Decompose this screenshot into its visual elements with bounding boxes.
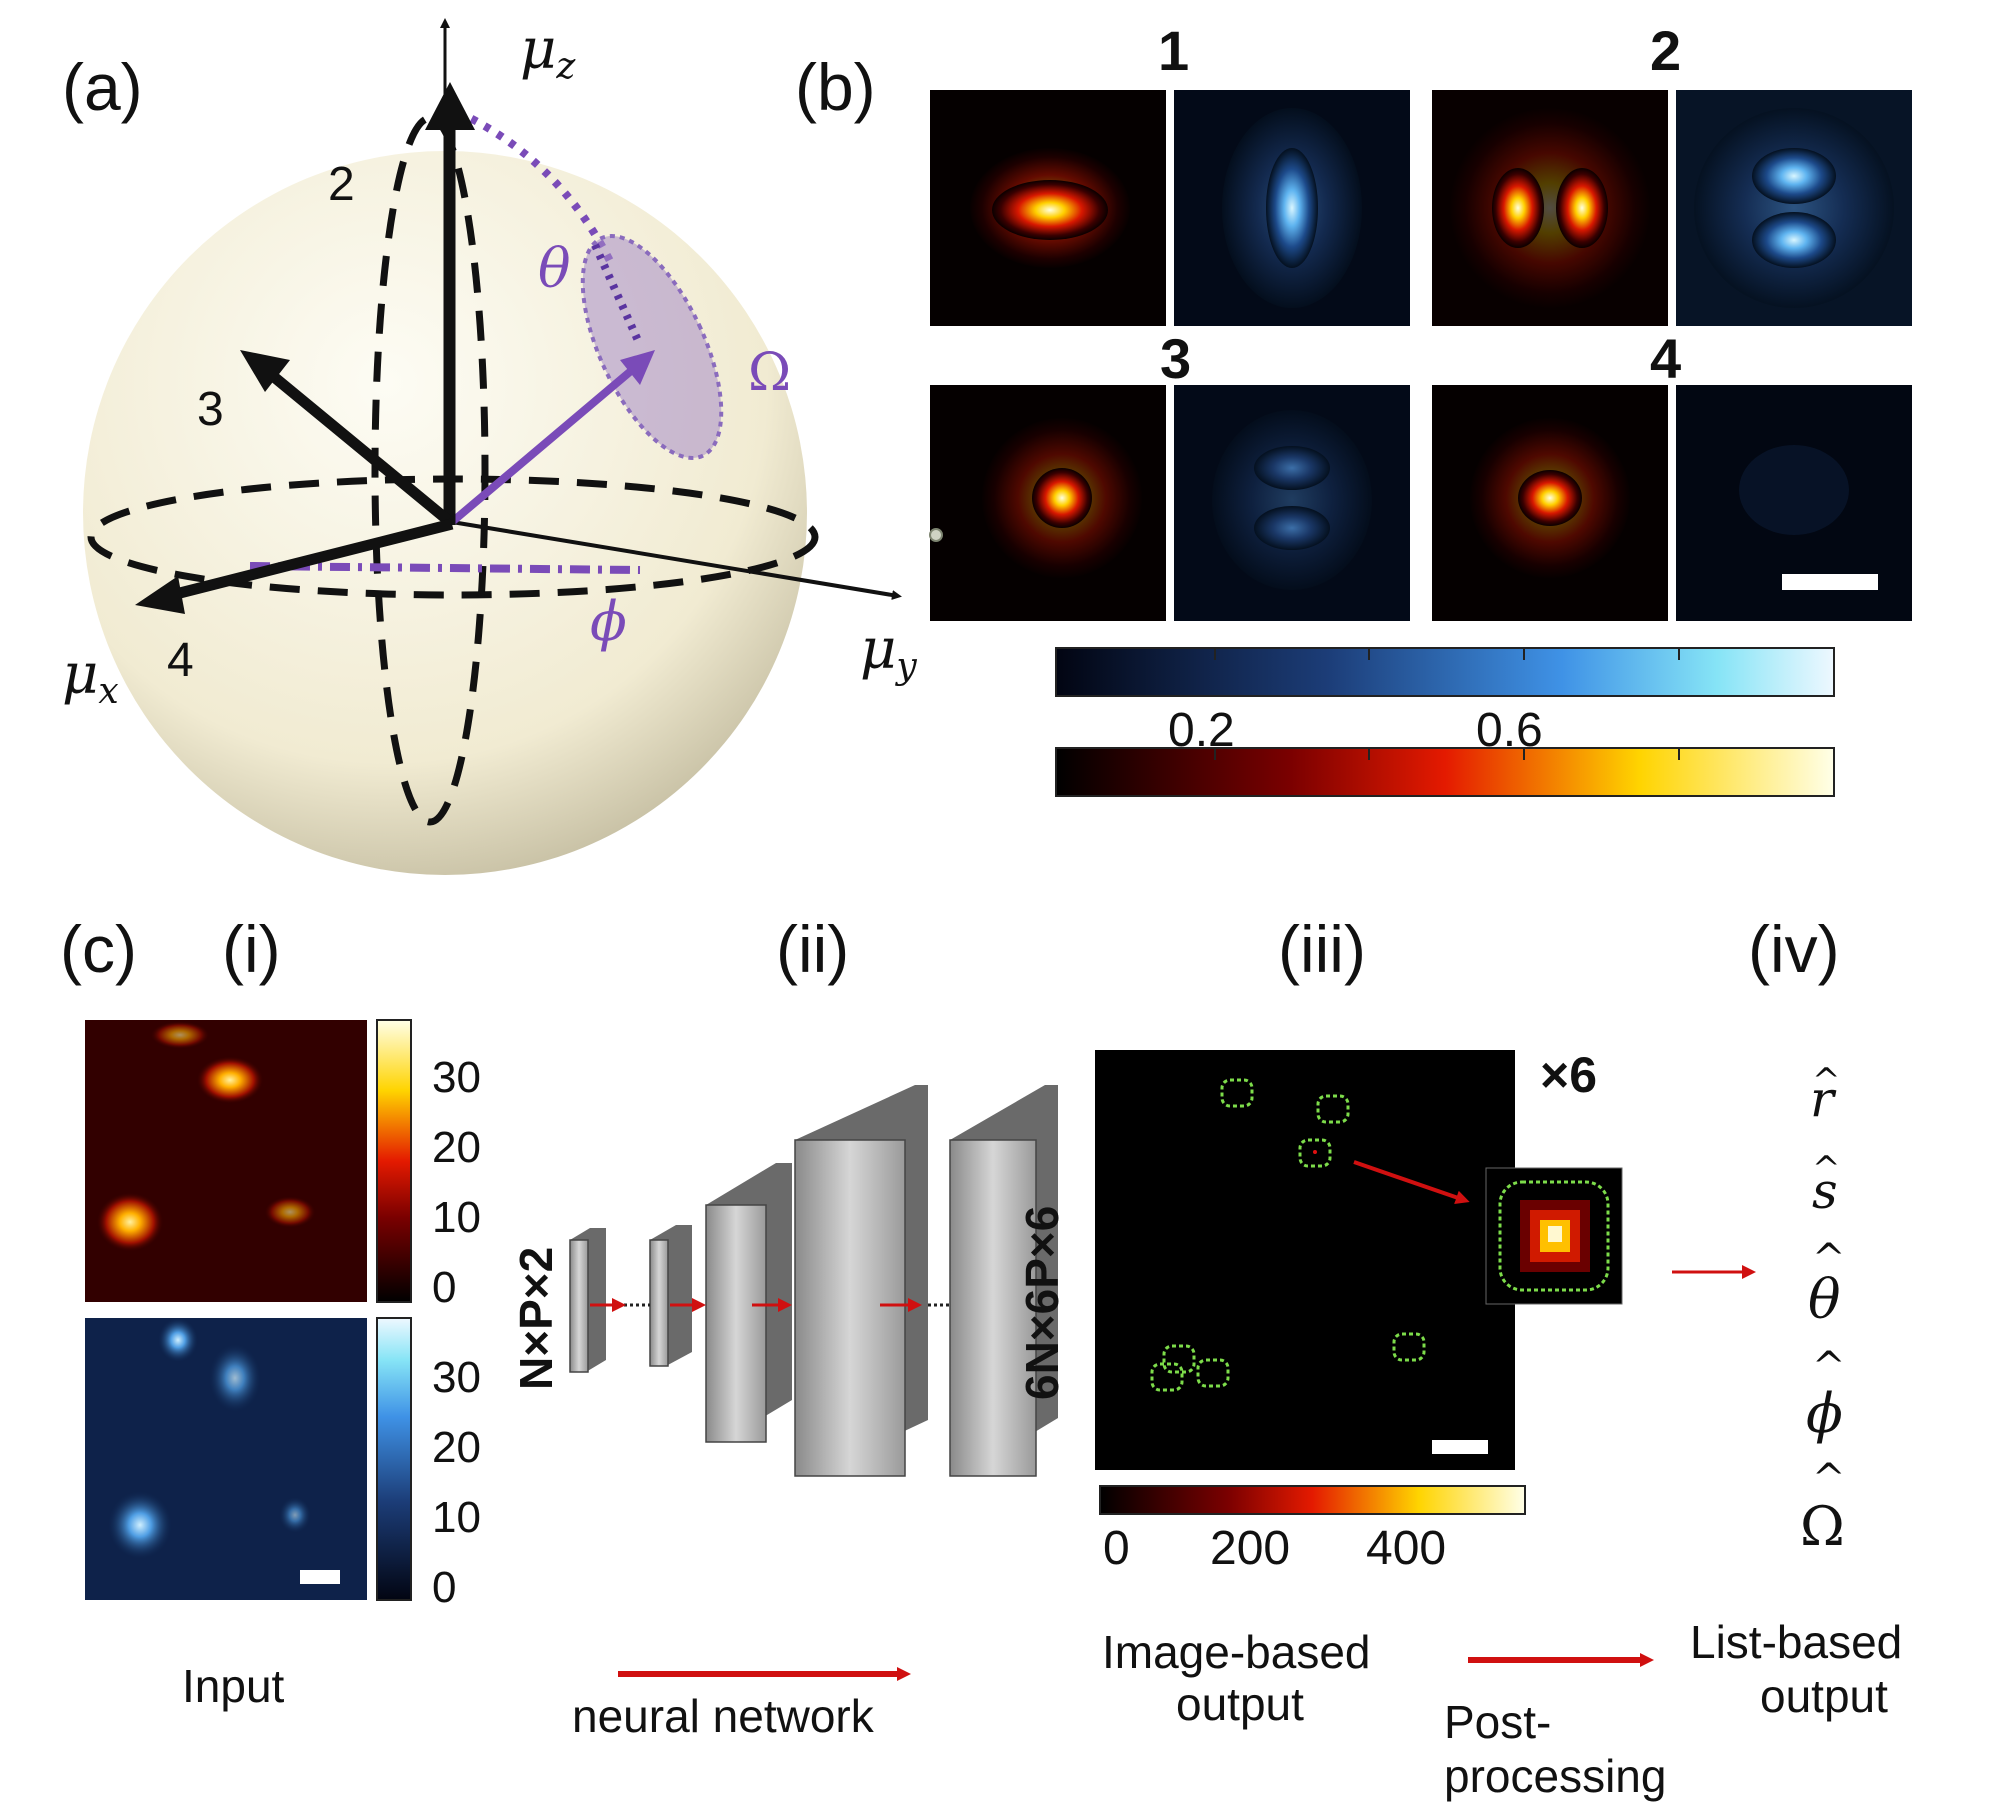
orientation-3-label: 3	[197, 383, 224, 436]
caption-neural-network: neural network	[572, 1690, 875, 1742]
omega-label: Ω	[748, 343, 791, 403]
caption-post-1: Post-	[1444, 1696, 1551, 1748]
orientation-4-arrowhead	[135, 576, 185, 614]
panel-c-i-label: (i)	[222, 912, 281, 986]
caption-post-2: processing	[1444, 1750, 1666, 1802]
orientation-3-arrowhead	[240, 350, 290, 392]
zoomed-spot	[1485, 1167, 1623, 1305]
svg-text:200: 200	[1210, 1522, 1290, 1575]
svg-text:^: ^	[1812, 1456, 1846, 1502]
psf-4-blue	[1676, 385, 1912, 621]
phi-arc	[249, 562, 641, 574]
output-dims-label: 6N×6P×6	[1016, 1206, 1068, 1400]
orientation-4-arrow	[170, 518, 454, 601]
svg-text:0: 0	[432, 1263, 456, 1312]
panel-a-labels: μz μx μy 2 3 4 θ ϕ Ω	[62, 17, 917, 712]
svg-text:20: 20	[432, 1123, 481, 1172]
svg-text:0: 0	[432, 1563, 456, 1612]
output-scale-bar	[1432, 1440, 1488, 1454]
panel-c-label: (c)	[60, 912, 137, 986]
orientation-2-label: 2	[328, 158, 355, 211]
input-blue-colorbar	[376, 1317, 412, 1601]
svg-text:400: 400	[1366, 1522, 1446, 1575]
mu-y-axis	[451, 520, 902, 600]
panel-b-label: (b)	[795, 50, 876, 124]
svg-text:10: 10	[432, 1193, 481, 1242]
estimate-theta: θ	[1808, 1268, 1841, 1331]
dipole-dotted-extension	[591, 243, 644, 347]
mu-z-label: μz	[520, 17, 576, 87]
colorbar-tick-0-6: 0.6	[1476, 704, 1543, 757]
caption-image-output-1: Image-based	[1102, 1626, 1371, 1678]
estimate-omega: Ω	[1800, 1495, 1845, 1558]
theta-label: θ	[538, 237, 571, 300]
psf-group-3-label: 3	[1160, 327, 1191, 390]
svg-text:^: ^	[1812, 1344, 1846, 1390]
output-image	[1095, 1050, 1515, 1470]
orientation-3-arrow	[264, 367, 454, 527]
caption-list-output-1: List-based	[1690, 1616, 1902, 1668]
psf-1-blue	[1174, 90, 1410, 326]
zoom-arrow	[1353, 1160, 1470, 1205]
psf-2-red	[1432, 90, 1668, 326]
dipole-arrow	[449, 361, 641, 526]
mu-y-label: μy	[860, 617, 917, 687]
meridian-ellipse	[371, 114, 489, 826]
svg-text:30: 30	[432, 1053, 481, 1102]
estimate-list: r ^ s ^ θ ^ ϕ ^ Ω ^	[1800, 1061, 1846, 1558]
psf-group-1-label: 1	[1158, 19, 1189, 82]
input-red-colorbar-ticks: 30 20 10 0	[432, 1053, 481, 1312]
input-blue-colorbar-ticks: 30 20 10 0	[432, 1353, 481, 1612]
svg-text:30: 30	[432, 1353, 481, 1402]
psf-2-blue	[1676, 90, 1912, 326]
caption-input: Input	[182, 1660, 285, 1712]
panel-c-iv-label: (iv)	[1748, 912, 1840, 986]
svg-text:^: ^	[1812, 1149, 1841, 1189]
output-colorbar	[1099, 1485, 1526, 1515]
psf-3-red	[930, 385, 1166, 621]
phi-label: ϕ	[590, 590, 627, 653]
estimate-phi: ϕ	[1806, 1382, 1843, 1445]
grey-dot-marker	[929, 528, 943, 542]
estimate-s: s	[1812, 1162, 1838, 1220]
psf-group-2-label: 2	[1650, 19, 1681, 82]
hot-colorbar	[1055, 747, 1835, 797]
svg-text:0: 0	[1103, 1522, 1130, 1575]
theta-arc	[456, 108, 616, 267]
svg-text:^: ^	[1812, 1236, 1846, 1282]
psf-4-red	[1432, 385, 1668, 621]
dipole-arrowhead	[620, 350, 655, 385]
orientation-2-arrowhead	[425, 82, 475, 130]
psf-1-red	[930, 90, 1166, 326]
blue-colorbar	[1055, 647, 1835, 697]
caption-list-output-2: output	[1760, 1670, 1888, 1722]
scale-bar	[1782, 574, 1878, 590]
panel-c-ii-label: (ii)	[776, 912, 849, 986]
input-image-blue	[85, 1318, 367, 1600]
svg-text:20: 20	[432, 1423, 481, 1472]
mu-x-label: μx	[62, 642, 119, 712]
times-6-label: ×6	[1540, 1047, 1597, 1103]
svg-text:10: 10	[432, 1493, 481, 1542]
output-colorbar-ticks: 0 200 400	[1103, 1522, 1446, 1575]
caption-image-output-2: output	[1176, 1678, 1304, 1730]
input-red-colorbar	[376, 1019, 412, 1303]
colorbar-ticks	[1214, 648, 1680, 760]
omega-cone	[580, 234, 724, 460]
orientation-4-label: 4	[167, 634, 194, 687]
panel-a-label: (a)	[62, 50, 143, 124]
network-layers	[569, 1085, 1058, 1477]
input-image-red	[85, 1020, 367, 1302]
input-dims-label: N×P×2	[510, 1247, 562, 1390]
colorbar-tick-0-2: 0.2	[1168, 704, 1235, 757]
psf-3-blue	[1174, 385, 1410, 621]
input-scale-bar	[300, 1570, 340, 1584]
estimate-r: r	[1810, 1070, 1837, 1128]
panel-c-iii-label: (iii)	[1278, 912, 1366, 986]
psf-group-4-label: 4	[1650, 327, 1681, 390]
bloch-sphere	[83, 18, 902, 875]
svg-text:^: ^	[1812, 1061, 1841, 1101]
